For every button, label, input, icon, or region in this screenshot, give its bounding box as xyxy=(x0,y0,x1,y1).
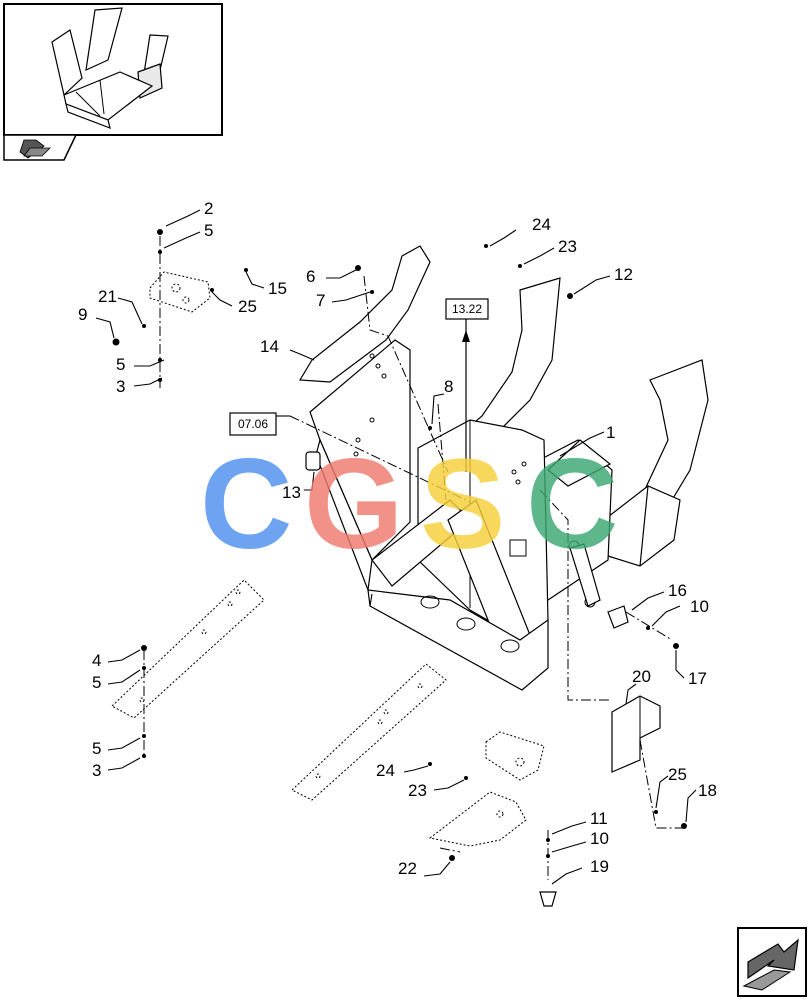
callout-25: 25 xyxy=(668,765,687,784)
watermark: C G S C xyxy=(200,433,618,576)
reference-box-13-22[interactable]: 13.22 xyxy=(445,298,489,320)
part-13-bracket xyxy=(305,451,321,471)
watermark-letter: C xyxy=(200,433,292,576)
callout-2: 2 xyxy=(204,199,213,218)
callout-20: 20 xyxy=(632,667,651,686)
callout-1: 1 xyxy=(606,423,615,442)
callout-5: 5 xyxy=(92,673,101,692)
callout-7: 7 xyxy=(316,291,325,310)
callout-11: 11 xyxy=(590,809,608,828)
callout-9: 9 xyxy=(78,305,87,324)
callout-12: 12 xyxy=(614,265,633,284)
thumbnail-image xyxy=(51,7,169,129)
page-nav-icon xyxy=(19,139,51,159)
page-nav-tab[interactable] xyxy=(3,134,78,161)
strip-center xyxy=(291,663,447,801)
callout-5: 5 xyxy=(204,221,213,240)
thumbnail[interactable] xyxy=(3,3,223,136)
callout-17: 17 xyxy=(688,669,707,688)
callout-19: 19 xyxy=(590,857,609,876)
part-19-foot xyxy=(539,891,557,907)
callout-23: 23 xyxy=(408,781,427,800)
callout-18: 18 xyxy=(698,781,717,800)
callout-25: 25 xyxy=(238,297,257,316)
part-20-plate xyxy=(611,695,661,773)
reference-label: 13.22 xyxy=(452,302,482,316)
reference-box-07-06[interactable]: 07.06 xyxy=(229,412,277,436)
reference-label: 07.06 xyxy=(238,417,268,431)
callout-5: 5 xyxy=(92,739,101,758)
callout-8: 8 xyxy=(444,377,453,396)
watermark-letter: G xyxy=(304,433,404,576)
next-page-button[interactable] xyxy=(737,927,807,997)
callout-21: 21 xyxy=(98,287,117,306)
fasteners xyxy=(112,229,687,861)
callout-6: 6 xyxy=(306,267,315,286)
watermark-letter: C xyxy=(526,433,618,576)
callout-24: 24 xyxy=(532,215,551,234)
callout-4: 4 xyxy=(92,651,101,670)
callout-13: 13 xyxy=(282,483,301,502)
callout-16: 16 xyxy=(668,581,687,600)
callout-labels: 1 2 3 3 4 5 5 5 5 6 7 8 9 10 10 11 12 13… xyxy=(78,199,717,878)
bracket-upper-left xyxy=(149,271,211,313)
callout-23: 23 xyxy=(558,237,577,256)
callout-3: 3 xyxy=(116,377,125,396)
watermark-letter: S xyxy=(420,433,505,576)
leader-lines xyxy=(95,209,697,885)
callout-15: 15 xyxy=(268,279,287,298)
centerlines xyxy=(143,236,684,880)
callout-5: 5 xyxy=(116,355,125,374)
callout-22: 22 xyxy=(398,859,417,878)
callout-10: 10 xyxy=(690,597,709,616)
callout-3: 3 xyxy=(92,761,101,780)
main-frame-assembly xyxy=(298,245,709,691)
next-page-arrow-icon xyxy=(742,938,799,991)
callout-24: 24 xyxy=(376,761,395,780)
part-16-bracket xyxy=(607,605,629,629)
callout-10: 10 xyxy=(590,829,609,848)
callout-14: 14 xyxy=(260,337,279,356)
strip-left xyxy=(111,579,265,719)
bracket-lower xyxy=(428,731,545,847)
